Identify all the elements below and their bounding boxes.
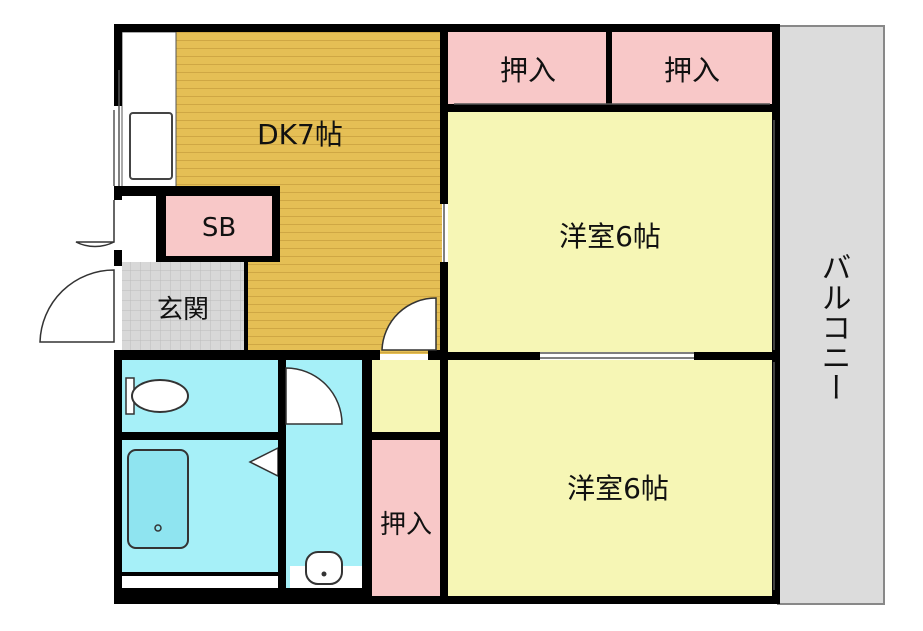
room-upper-floor [448, 112, 774, 352]
dk-door-icon [381, 297, 437, 351]
toilet-icon [131, 379, 189, 413]
label-genkan: 玄関 [157, 295, 209, 325]
sink-icon [129, 112, 173, 180]
label-oshiire-top-left: 押入 [500, 54, 556, 87]
sliding-door-marks [113, 70, 775, 590]
drain-icon [154, 524, 162, 532]
label-balcony: バルコニー [816, 252, 851, 402]
label-room-lower: 洋室6帖 [567, 472, 669, 505]
label-oshiire-lower: 押入 [380, 510, 432, 540]
bathtub-icon [127, 449, 189, 549]
balcony-area [777, 25, 885, 605]
entrance-door-icon [39, 269, 115, 343]
room-lower-floor [448, 360, 774, 596]
walls [114, 24, 780, 604]
sb-floor [166, 196, 272, 256]
washbasin-drain [321, 571, 327, 577]
label-sb: SB [202, 213, 236, 243]
label-oshiire-top-right: 押入 [664, 54, 720, 87]
genkan-floor [122, 262, 244, 354]
label-dk: DK7帖 [257, 118, 343, 151]
closet-lower-floor [372, 440, 442, 596]
toilet-door-icon [285, 367, 343, 425]
label-room-upper: 洋室6帖 [559, 220, 661, 253]
closet-top-right-floor [612, 32, 772, 104]
closet-top-left-floor [448, 32, 608, 104]
hall-floor [368, 360, 442, 436]
washbasin-icon [305, 551, 343, 585]
swing-doors [39, 200, 437, 425]
